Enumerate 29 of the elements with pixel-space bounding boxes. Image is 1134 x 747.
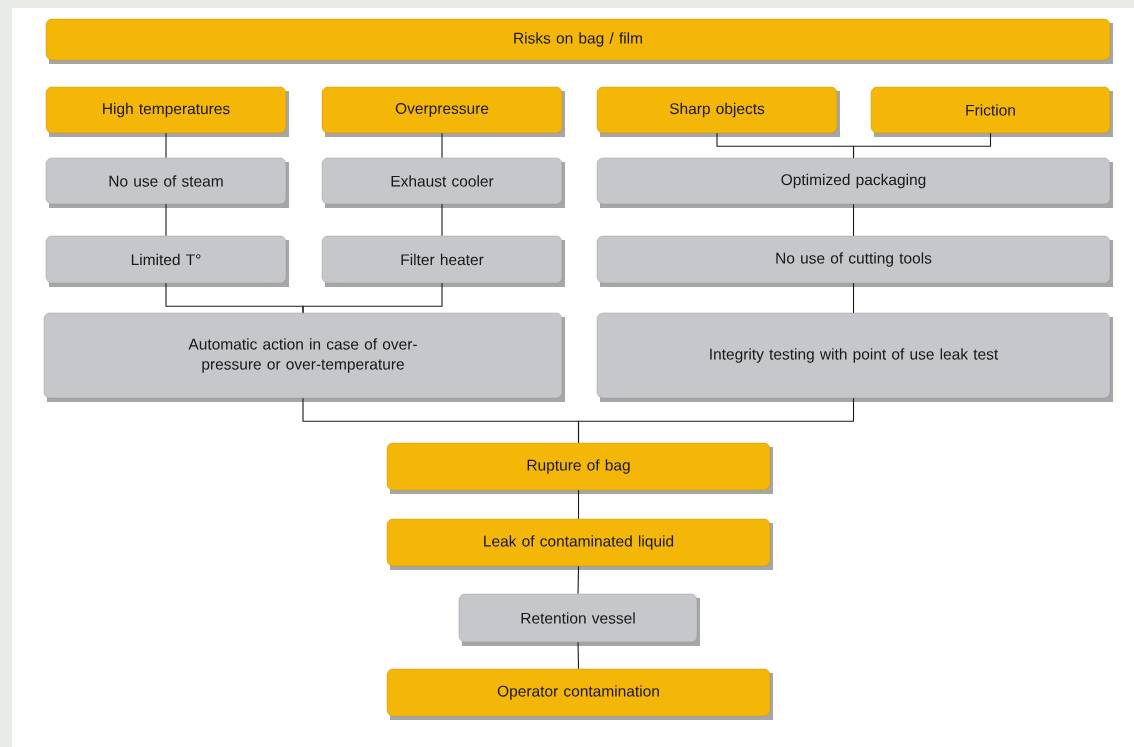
measure-box: Exhaust cooler bbox=[321, 157, 565, 208]
measure-box: Limited T° bbox=[45, 235, 289, 287]
connector-line bbox=[577, 397, 855, 444]
connector-line bbox=[852, 282, 855, 314]
connector-line bbox=[441, 203, 443, 237]
risk-box: Leak of contaminated liquid bbox=[386, 518, 773, 570]
connector-line bbox=[577, 565, 580, 595]
measure-box: Retention vessel bbox=[458, 593, 700, 646]
risk-box: High temperatures bbox=[45, 86, 289, 137]
measure-box: Filter heater bbox=[321, 235, 565, 287]
measure-box: No use of steam bbox=[45, 157, 289, 208]
risk-box: Overpressure bbox=[321, 86, 565, 137]
measure-box: Integrity testing with point of use leak test bbox=[596, 312, 1113, 402]
measure-box: No use of cutting tools bbox=[596, 235, 1113, 287]
risk-box: Friction bbox=[870, 86, 1113, 137]
risk-box: Risks on bag / film bbox=[45, 18, 1113, 64]
risk-box: Rupture of bag bbox=[386, 442, 773, 494]
connector-line bbox=[577, 489, 580, 520]
connector-line bbox=[302, 282, 443, 314]
connector-line bbox=[852, 132, 992, 159]
risk-box: Sharp objects bbox=[596, 86, 840, 137]
connector-line bbox=[165, 132, 167, 159]
measure-box: Optimized packaging bbox=[596, 157, 1113, 208]
connector-line bbox=[441, 132, 443, 159]
connector-line bbox=[577, 641, 580, 670]
measure-box: Automatic action in case of over-pressure or over-temperature bbox=[43, 312, 565, 402]
risk-box: Operator contamination bbox=[386, 668, 773, 720]
connector-line bbox=[165, 203, 167, 237]
connector-line bbox=[852, 203, 855, 237]
